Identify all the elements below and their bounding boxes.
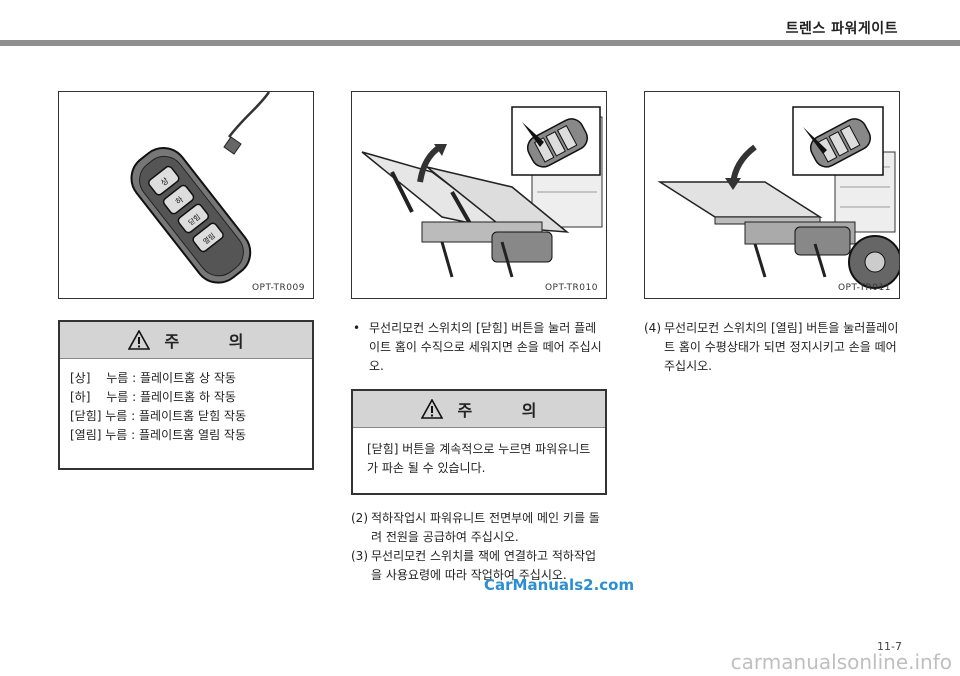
caution-header: 주 의 (353, 391, 605, 428)
step-item: (3) 무선리모컨 스위치를 잭에 연결하고 적하작업을 사용요령에 따라 작업… (351, 547, 607, 585)
caution-line: [상] 누름 : 플레이트홈 상 작동 (70, 371, 236, 385)
figure-tailgate-opening: OPT-TR011 (644, 91, 900, 299)
warning-triangle-icon (421, 399, 444, 419)
caution-box-damage-warning: 주 의 [닫힘] 버튼을 계속적으로 누르면 파워유니트가 파손 될 수 있습니… (351, 389, 607, 495)
step-text: 무선리모컨 스위치의 [열림] 버튼을 눌러플레이트 홈이 수평상태가 되면 정… (664, 321, 899, 373)
bullet-text: 무선리모컨 스위치의 [닫힘] 버튼을 눌러 플레이트 홈이 수직으로 세워지면… (369, 321, 602, 373)
caution-line: [열림] 누름 : 플레이트홈 열림 작동 (70, 428, 246, 442)
figure-code: OPT-TR010 (544, 283, 598, 293)
watermark-carmanualsonline[interactable]: carmanualsonline.info (730, 650, 952, 674)
step-item: (2) 적하작업시 파워유니트 전면부에 메인 키를 돌려 전원을 공급하여 주… (351, 509, 607, 547)
instruction-bullet: • 무선리모컨 스위치의 [닫힘] 버튼을 눌러 플레이트 홈이 수직으로 세워… (353, 319, 607, 376)
bullet-marker: • (353, 321, 361, 335)
caution-body: [닫힘] 버튼을 계속적으로 누르면 파워유니트가 파손 될 수 있습니다. (367, 442, 591, 475)
step-text: 적하작업시 파워유니트 전면부에 메인 키를 돌려 전원을 공급하여 주십시오. (371, 511, 600, 544)
figure-tailgate-closing: OPT-TR010 (351, 91, 607, 299)
step-marker: (4) (644, 321, 661, 335)
header-title: 트렌스 파워게이트 (785, 21, 898, 37)
page-number: 11-7 (877, 640, 902, 653)
figure-code: OPT-TR011 (837, 283, 891, 293)
caution-header: 주 의 (60, 322, 312, 359)
instruction-step-4: (4) 무선리모컨 스위치의 [열림] 버튼을 눌러플레이트 홈이 수평상태가 … (644, 319, 900, 376)
tailgate-opening-illustration (657, 106, 899, 289)
caution-line: [닫힘] 누름 : 플레이트홈 닫힘 작동 (70, 409, 246, 423)
instruction-steps: (2) 적하작업시 파워유니트 전면부에 메인 키를 돌려 전원을 공급하여 주… (351, 509, 607, 585)
watermark-carmanuals2[interactable]: CarManuals2.com (484, 576, 635, 594)
step-marker: (3) (351, 549, 368, 563)
figure-remote-control: 상 하 닫힘 열림 OPT-TR009 (58, 91, 314, 299)
tailgate-closing-illustration (361, 106, 603, 278)
figure-code: OPT-TR009 (251, 283, 305, 293)
caution-title: 주 의 (457, 401, 559, 420)
step-text: 무선리모컨 스위치를 잭에 연결하고 적하작업을 사용요령에 따라 작업하여 주… (371, 549, 597, 582)
caution-body: [상] 누름 : 플레이트홈 상 작동 [하] 누름 : 플레이트홈 하 작동 … (60, 359, 312, 455)
caution-box-button-functions: 주 의 [상] 누름 : 플레이트홈 상 작동 [하] 누름 : 플레이트홈 하… (58, 320, 314, 470)
step-marker: (2) (351, 511, 368, 525)
remote-control-illustration: 상 하 닫힘 열림 (130, 92, 271, 284)
caution-line: [하] 누름 : 플레이트홈 하 작동 (70, 390, 236, 404)
warning-triangle-icon (128, 330, 151, 350)
caution-title: 주 의 (164, 332, 266, 351)
header-bar (0, 40, 960, 46)
